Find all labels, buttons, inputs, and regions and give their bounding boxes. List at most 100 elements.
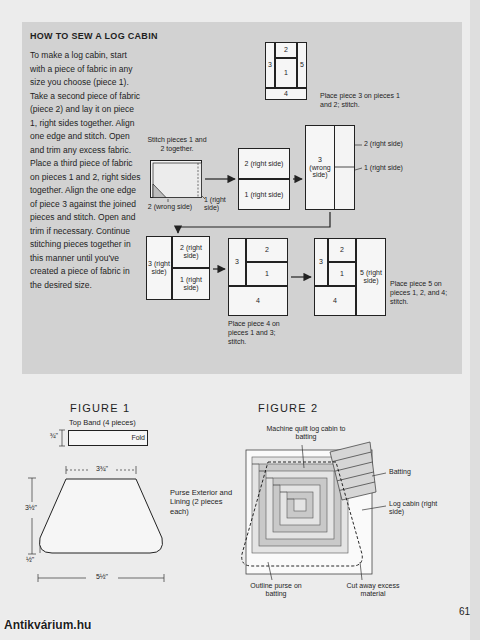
fabric-piece <box>306 126 355 210</box>
dimension-tick <box>28 478 36 479</box>
log-strip <box>266 471 334 539</box>
leader-line <box>355 145 362 146</box>
piece-label: 2 <box>340 246 344 254</box>
heading: HOW TO SEW A LOG CABIN <box>30 31 158 41</box>
panel <box>22 22 462 374</box>
dimension-tick <box>59 446 65 447</box>
dimension-line <box>38 578 86 579</box>
step-figure: 3 (right side) 2 (right side) 1 (right sid… <box>146 236 210 300</box>
step-arrow <box>293 178 302 179</box>
fabric-piece: 1 <box>328 262 356 286</box>
fabric-piece: 3 <box>314 238 328 286</box>
dimension: ½" <box>26 556 46 564</box>
stitch-line <box>198 163 199 197</box>
log-strip <box>287 492 313 518</box>
quilt-line <box>287 499 294 500</box>
piece-label: 3 (wrong side) <box>307 156 333 179</box>
piece-label: 3 (right side) <box>148 260 170 275</box>
dimension-line <box>118 578 164 579</box>
piece-label: 5 <box>300 61 304 69</box>
piece-label: 2 <box>265 246 269 254</box>
piece-label: 1 <box>284 69 288 77</box>
folded-log-cabin <box>330 442 376 500</box>
caption: Place piece 3 on pieces 1 and 2; stitch. <box>320 92 406 110</box>
folded-corner <box>153 184 166 198</box>
piece-label: 1 (right side) <box>364 164 424 172</box>
page-edge-shade <box>470 0 480 640</box>
log-strip <box>294 499 306 511</box>
dimension-tick <box>28 554 36 555</box>
fabric-piece: 1 (right side) <box>172 268 210 300</box>
top-band: Top Band (4 pieces)Fold <box>68 430 148 446</box>
dimension-line <box>66 470 88 471</box>
step-arrow <box>291 276 311 277</box>
quilt-line <box>337 472 373 481</box>
dimension-tick <box>66 466 67 474</box>
step-figure: 2 (right side) 1 (right side) <box>238 148 290 210</box>
log-strip <box>259 464 341 546</box>
leader-line <box>302 445 304 468</box>
fabric-piece: 2 <box>275 42 297 58</box>
dimension-tick <box>59 430 65 431</box>
watermark: Antikvárium.hu <box>4 618 124 632</box>
log-strip <box>280 485 320 525</box>
quilt-line <box>280 492 287 493</box>
figure-title: FIGURE 2 <box>258 402 338 415</box>
body-text: To make a log cabin, start with a piece … <box>30 49 142 292</box>
log-strip <box>273 478 327 532</box>
piece-label: 3 <box>268 61 272 69</box>
step-figure: Stitch pieces 1 and 2 together. <box>150 160 202 198</box>
step-figure: Place piece 4 on pieces 1 and 3; stitch.… <box>228 238 288 316</box>
leader-line <box>168 199 169 202</box>
piece-label: 4 <box>284 90 288 98</box>
step-arrow <box>205 178 235 179</box>
fabric-piece: 1 <box>275 58 297 88</box>
seam-line <box>335 167 355 168</box>
dimension: 3½" <box>16 504 46 512</box>
piece-label: 1 <box>265 270 269 278</box>
dimension: ¾" <box>36 432 58 440</box>
quilt-line <box>340 482 375 490</box>
caption: Top Band (4 pieces) <box>69 418 179 427</box>
caption: Place piece 4 on pieces 1 and 3; stitch. <box>228 320 292 346</box>
fabric-piece: 1 (right side) <box>238 179 290 210</box>
caption: Place piece 5 on pieces 1, 2, and 4; sti… <box>390 280 460 306</box>
piece-label: 2 (wrong side) <box>142 203 198 211</box>
caption: Purse Exterior and Lining (2 pieces each… <box>170 488 234 516</box>
piece-label: 2 (right side) <box>174 244 208 259</box>
caption: Stitch pieces 1 and 2 together. <box>146 136 208 154</box>
quilt-line <box>273 485 280 486</box>
purse-outline <box>242 462 363 566</box>
piece-label: 4 <box>256 297 260 305</box>
callout-label: Batting <box>389 468 449 476</box>
caption: Fold <box>109 434 145 443</box>
step-arrow <box>178 212 330 233</box>
piece-label: 1 (right side) <box>204 196 238 213</box>
fabric-piece: 4 <box>314 286 356 316</box>
dimension-line <box>116 470 136 471</box>
piece-label: 2 (right side) <box>245 160 284 168</box>
piece-label: 4 <box>333 297 337 305</box>
callout-label: Log cabin (right side) <box>389 500 449 517</box>
page-number: 61 <box>446 606 470 618</box>
fabric-piece: 4 <box>228 286 288 316</box>
dimension-tick <box>136 466 137 474</box>
step-figure: 2 3 1 5 4 <box>265 42 307 100</box>
dimension-line <box>32 478 33 502</box>
piece-label: 3 <box>235 258 239 266</box>
step-figure: Place piece 3 on pieces 1 and 2; stitch.… <box>305 125 355 210</box>
dimension-tick <box>164 574 165 582</box>
step-figure: Place piece 5 on pieces 1, 2, and 4; sti… <box>314 238 386 316</box>
purse-piece: Purse Exterior and Lining (2 pieces each… <box>38 478 164 554</box>
piece-label: 1 (right side) <box>245 191 284 199</box>
leader-line <box>362 506 386 510</box>
fabric-piece <box>151 161 202 198</box>
fabric-piece: 3 <box>228 238 246 286</box>
piece-label: 1 <box>340 270 344 278</box>
piece-label: 2 <box>284 46 288 54</box>
fabric-piece: 3 <box>265 42 275 88</box>
piece-outline <box>38 478 164 554</box>
leader-line <box>360 562 362 580</box>
fabric-piece: 3 (wrong side) <box>305 125 335 210</box>
